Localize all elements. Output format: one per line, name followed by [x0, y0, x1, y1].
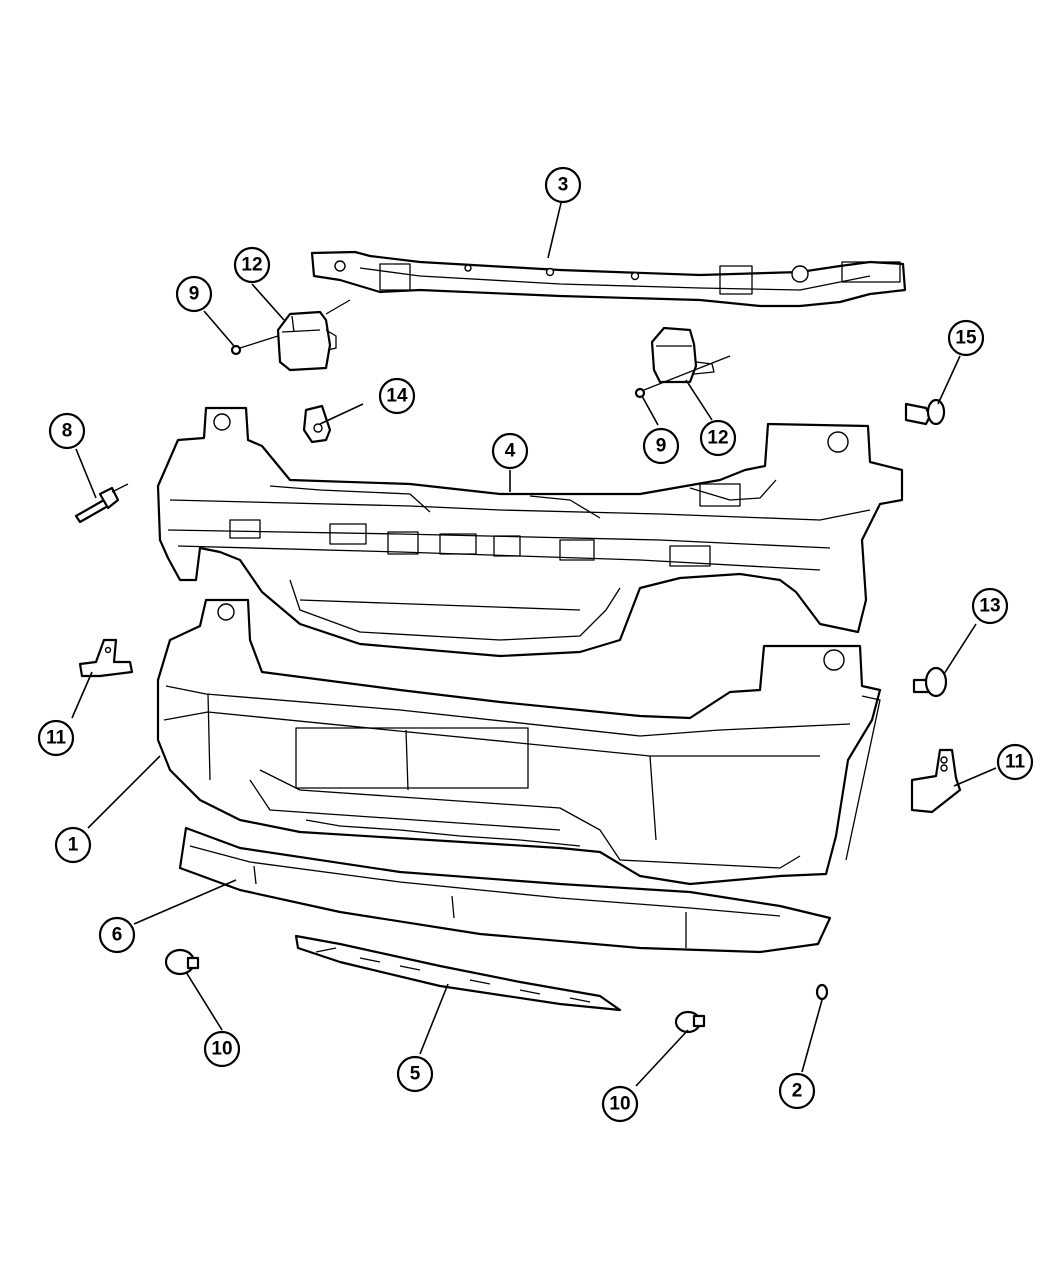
part-11-bracket-left: [78, 638, 134, 678]
callout-11-right-label: 11: [1005, 752, 1026, 773]
callout-11-left: 11: [37, 719, 75, 757]
callout-6-label: 6: [112, 925, 123, 946]
callout-2: 2: [778, 1072, 816, 1110]
part-4-energy-absorber: [156, 406, 904, 658]
part-5-skid-plate: [294, 934, 622, 1012]
part-8-bolt: [74, 483, 129, 524]
part-13-plug: [912, 666, 948, 698]
part-10-plug-left: [164, 948, 200, 976]
part-6-lower-valance: [178, 826, 832, 954]
callout-1: 1: [54, 826, 92, 864]
part-9-screw-left: [230, 335, 279, 356]
leader-lines: [71, 202, 997, 1087]
callout-13: 13: [971, 587, 1009, 625]
callout-8: 8: [48, 412, 86, 450]
part-1-bumper-fascia: [156, 598, 882, 886]
part-2-grommet: [815, 983, 829, 1001]
callout-15-label: 15: [955, 328, 977, 349]
callout-15: 15: [947, 319, 985, 357]
callout-9-left-label: 9: [189, 284, 200, 305]
callout-12-left-label: 12: [241, 255, 262, 276]
callout-9-right-label: 9: [656, 436, 667, 457]
part-10-plug-right: [674, 1010, 706, 1034]
part-9-screw-right: [634, 355, 731, 399]
callout-9-left: 9: [175, 275, 213, 313]
part-14-clip-nut: [302, 404, 332, 444]
callout-1-label: 1: [68, 835, 79, 856]
callout-9-right: 9: [642, 427, 680, 465]
callout-14: 14: [378, 377, 416, 415]
part-3-crossmember: [310, 250, 907, 308]
callout-10-left: 10: [203, 1030, 241, 1068]
callout-10-right: 10: [601, 1085, 639, 1123]
callout-3: 3: [544, 166, 582, 204]
callout-5: 5: [396, 1055, 434, 1093]
callout-14-label: 14: [386, 386, 408, 407]
callout-4-label: 4: [505, 441, 516, 462]
callout-8-label: 8: [62, 421, 73, 442]
part-12-bracket-right: [650, 326, 715, 384]
callout-6: 6: [98, 916, 136, 954]
callout-10-right-label: 10: [609, 1094, 630, 1115]
callout-12-right: 12: [699, 419, 737, 457]
callout-11-left-label: 11: [46, 728, 67, 749]
callout-2-label: 2: [792, 1081, 803, 1102]
part-15-push-pin: [904, 398, 946, 426]
callout-13-label: 13: [979, 596, 1000, 617]
part-12-bracket-left: [276, 310, 337, 372]
callout-12-right-label: 12: [707, 428, 728, 449]
callout-10-left-label: 10: [211, 1039, 232, 1060]
callout-12-left: 12: [233, 246, 271, 284]
callout-3-label: 3: [558, 175, 569, 196]
callout-5-label: 5: [410, 1064, 421, 1085]
callout-4: 4: [491, 432, 529, 470]
callout-11-right: 11: [996, 743, 1034, 781]
part-11-bracket-right: [910, 748, 962, 814]
